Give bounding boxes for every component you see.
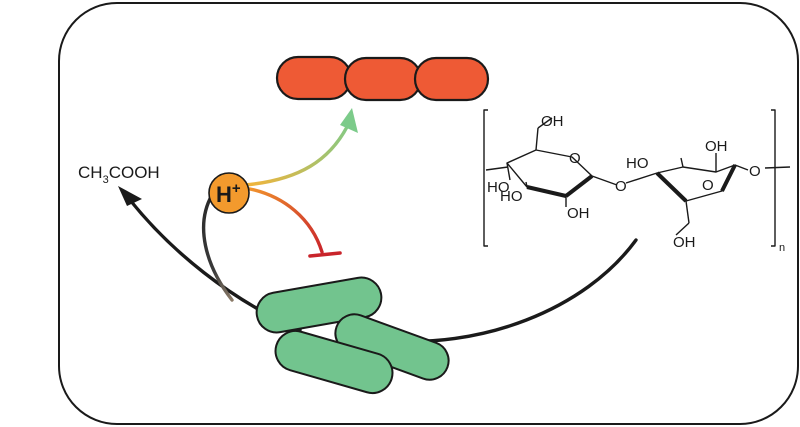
acetic-acid-label: CH3COOH — [78, 163, 160, 186]
promote-arrow — [243, 123, 350, 187]
right-bracket — [771, 109, 776, 247]
atom-o-end: O — [749, 163, 761, 180]
proton-label: H+ — [216, 180, 241, 207]
atom-ho-bottom-left: HO — [500, 188, 523, 205]
proton-circle — [208, 172, 250, 214]
inhibit-bar — [308, 251, 342, 258]
atom-oh-bottom-left: OH — [567, 205, 590, 222]
atom-oh-top-right: OH — [705, 138, 728, 155]
green-cell-cluster — [255, 276, 450, 395]
cellulose-atom-labels: OH HO O HO OH O HO OH O O OH n — [487, 113, 785, 254]
atom-o-ring-left: O — [569, 150, 581, 167]
left-bracket — [483, 109, 488, 247]
orange-cell-chain — [275, 55, 490, 102]
acetic-acid-arrowhead — [118, 186, 142, 206]
repeat-index-n: n — [779, 242, 785, 254]
cellulose-structure — [483, 109, 791, 247]
inhibit-arrow — [243, 186, 324, 254]
promote-arrowhead — [340, 108, 358, 133]
atom-oh-bottom-right: OH — [673, 234, 696, 251]
atom-o-ring-right: O — [702, 177, 714, 194]
green-cell-bottom — [274, 329, 394, 395]
atom-o-bridge: O — [615, 178, 627, 195]
atom-ho-left: HO — [487, 179, 510, 196]
orange-cell-1 — [275, 55, 353, 101]
orange-cell-3 — [413, 56, 490, 102]
orange-cell-2 — [343, 56, 423, 102]
proton-stem — [201, 193, 234, 302]
diagram-frame — [58, 2, 799, 425]
atom-ho-right: HO — [626, 155, 649, 172]
atom-oh-top-left: OH — [541, 113, 564, 130]
